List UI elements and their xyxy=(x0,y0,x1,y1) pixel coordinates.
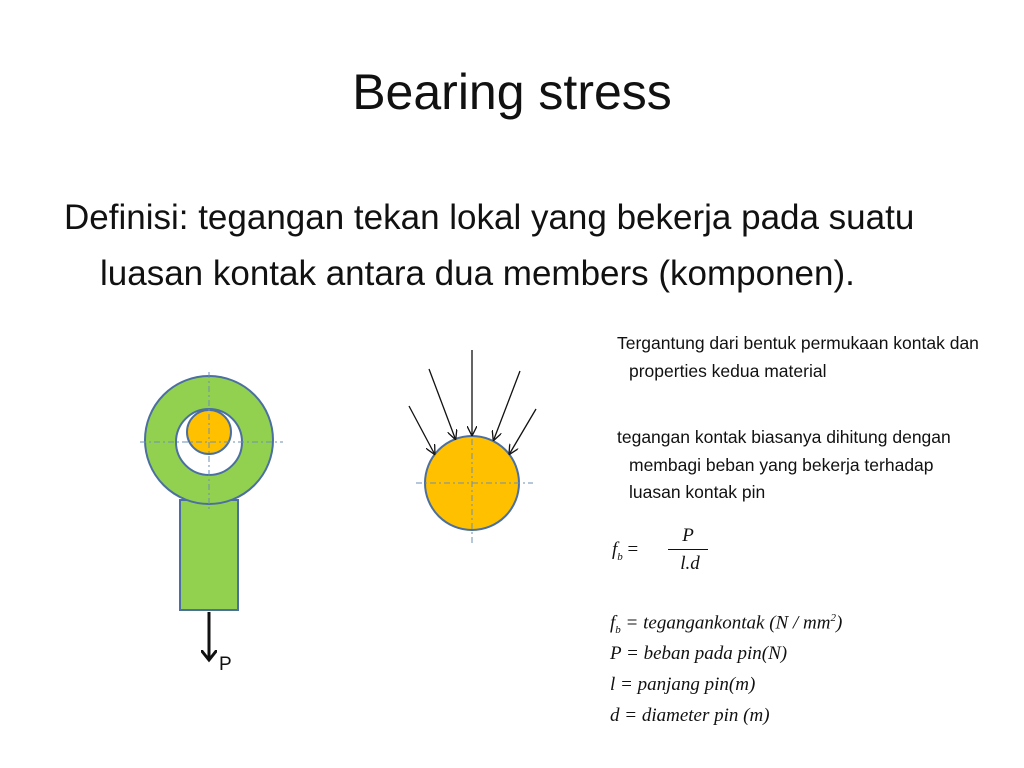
note-contact-stress-calc: tegangan kontak biasanya dihitung dengan… xyxy=(617,427,951,502)
fraction-bar xyxy=(668,549,708,550)
formula-lhs: fb = xyxy=(612,539,639,563)
definition-text: Definisi: tegangan tekan lokal yang beke… xyxy=(64,198,915,293)
contact-arrow-2 xyxy=(428,368,455,438)
contact-arrow-5 xyxy=(510,408,537,453)
contact-arrow-4 xyxy=(494,370,521,439)
eyebar-shank xyxy=(179,499,239,611)
eyebar-figure xyxy=(140,372,283,658)
definition-d: d = diameter pin (m) xyxy=(610,705,770,726)
pin-contact-figure xyxy=(408,350,537,545)
definition-p: P = beban pada pin(N) xyxy=(610,643,788,664)
note-surface-dependence: Tergantung dari bentuk permukaan kontak … xyxy=(617,333,979,381)
contact-arrow-1 xyxy=(408,405,434,453)
definition-fb: fb = tegangankontak (N / mm2) xyxy=(610,612,843,637)
slide-title: Bearing stress xyxy=(352,64,672,120)
definition-l: l = panjang pin(m) xyxy=(610,674,756,695)
formula-denominator: l.d xyxy=(680,553,700,574)
load-label: P xyxy=(219,654,232,675)
formula-numerator: P xyxy=(682,525,694,546)
